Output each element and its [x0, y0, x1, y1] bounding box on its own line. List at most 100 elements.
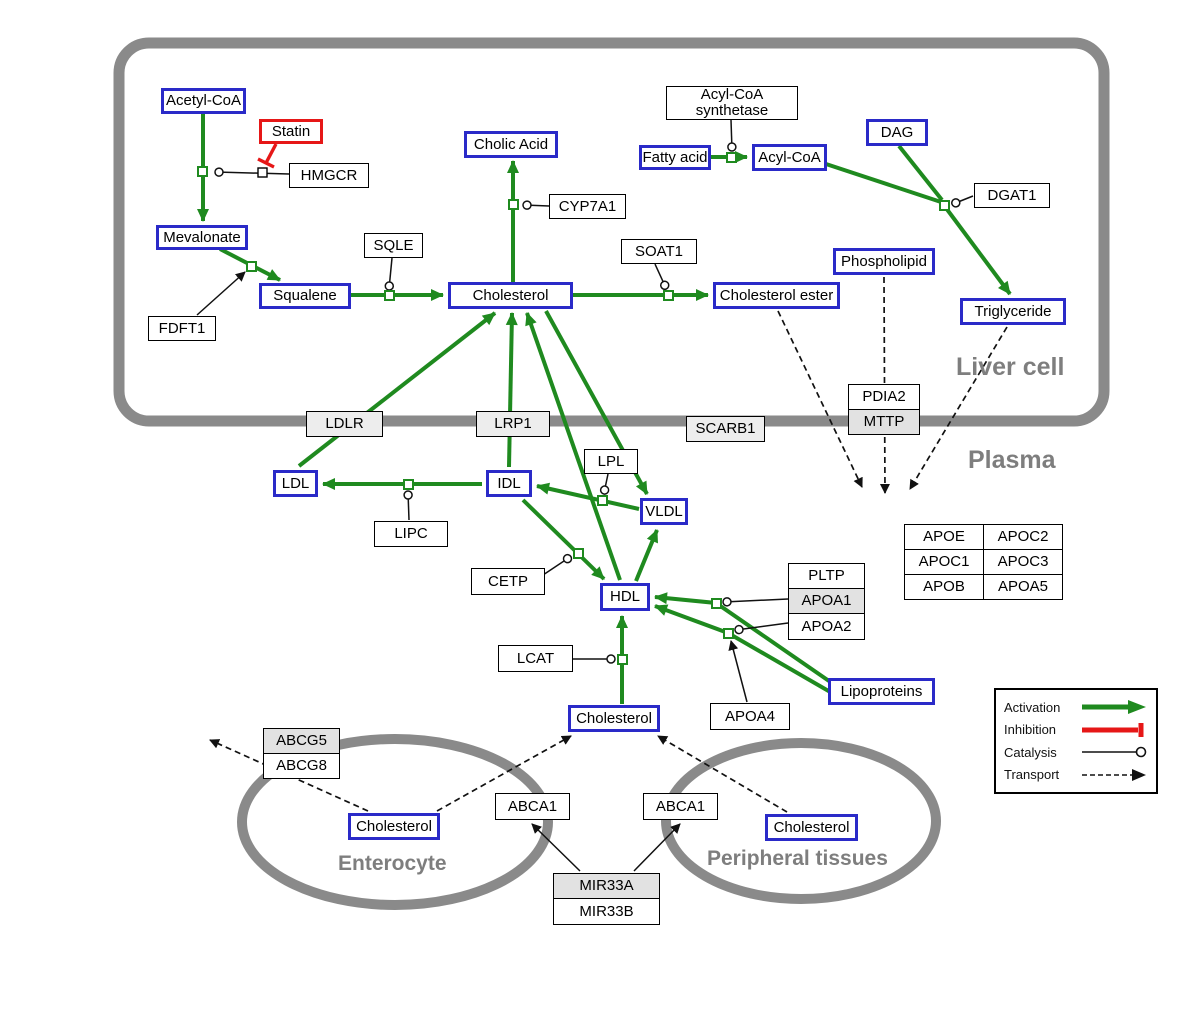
reaction-node [384, 290, 395, 301]
catalysis-pltp-group-1 [722, 597, 789, 607]
node-mir33a[interactable]: MIR33A [553, 873, 660, 899]
node-soat1[interactable]: SOAT1 [621, 239, 697, 264]
edge-hdl-vldl [634, 529, 659, 582]
node-pdia2[interactable]: PDIA2 [848, 384, 920, 410]
catalysis-hmgcr [214, 167, 290, 177]
transport-triglyceride-plasma [909, 326, 1008, 490]
node-vldl[interactable]: VLDL [640, 498, 688, 525]
node-mttp[interactable]: MTTP [848, 409, 920, 435]
node-apoc2[interactable]: APOC2 [983, 524, 1063, 550]
transport-dashed-arrow-icon [1082, 768, 1146, 781]
node-apoc3[interactable]: APOC3 [983, 549, 1063, 575]
node-hdl[interactable]: HDL [600, 583, 650, 611]
transport-enterocyte-cholesterol [436, 735, 572, 812]
reaction-node [246, 261, 257, 272]
edge-hdl-cholesterol [525, 312, 622, 581]
node-triglyceride[interactable]: Triglyceride [960, 298, 1066, 325]
node-apoa2[interactable]: APOA2 [788, 613, 865, 640]
reaction-node [403, 479, 414, 490]
reaction-node [573, 548, 584, 559]
node-cholesterol-enterocyte[interactable]: Cholesterol [348, 813, 440, 840]
activation-arrow-icon [1082, 700, 1146, 714]
node-abca1-enterocyte[interactable]: ABCA1 [495, 793, 570, 820]
node-sqle[interactable]: SQLE [364, 233, 423, 258]
node-apoa4[interactable]: APOA4 [710, 703, 790, 730]
node-cholesterol-liver[interactable]: Cholesterol [448, 282, 573, 309]
legend-row-inhibition: Inhibition [1004, 720, 1148, 740]
catalysis-sqle [384, 257, 395, 291]
node-lrp1[interactable]: LRP1 [476, 411, 550, 437]
enterocyte-membrane [237, 734, 553, 910]
catalysis-pltp-group-2 [734, 622, 789, 635]
node-pltp[interactable]: PLTP [788, 563, 865, 589]
node-acetyl-coa[interactable]: Acetyl-CoA [161, 88, 246, 114]
node-dag[interactable]: DAG [866, 119, 928, 146]
node-ldl[interactable]: LDL [273, 470, 318, 497]
node-apoc1[interactable]: APOC1 [904, 549, 984, 575]
regulation-mir33-abca1-left [531, 823, 581, 872]
legend-row-activation: Activation [1004, 697, 1148, 717]
node-lpl[interactable]: LPL [584, 449, 638, 474]
node-apoa1[interactable]: APOA1 [788, 588, 865, 614]
node-mevalonate[interactable]: Mevalonate [156, 225, 248, 250]
regulation-mir33-abca1-right [633, 823, 681, 872]
node-fatty-acid[interactable]: Fatty acid [639, 145, 711, 170]
node-apoa5[interactable]: APOA5 [983, 574, 1063, 600]
transport-peripheral-cholesterol [657, 735, 788, 813]
node-cholic-acid[interactable]: Cholic Acid [464, 131, 558, 158]
node-phospholipid[interactable]: Phospholipid [833, 248, 935, 275]
node-lipoproteins[interactable]: Lipoproteins [828, 678, 935, 705]
catalysis-soat1 [654, 263, 670, 291]
node-abca1-peripheral[interactable]: ABCA1 [643, 793, 718, 820]
node-cholesterol-plasma[interactable]: Cholesterol [568, 705, 660, 732]
catalysis-cetp [542, 553, 573, 576]
plasma-label: Plasma [968, 446, 1056, 474]
node-cetp[interactable]: CETP [471, 568, 545, 595]
reaction-nodes [197, 152, 950, 665]
node-ldlr[interactable]: LDLR [306, 411, 383, 437]
catalysis-lipc [403, 490, 413, 521]
node-apob[interactable]: APOB [904, 574, 984, 600]
node-cholesterol-ester[interactable]: Cholesterol ester [713, 282, 840, 309]
node-abcg8[interactable]: ABCG8 [263, 753, 340, 779]
node-apoe[interactable]: APOE [904, 524, 984, 550]
node-acyl-coa[interactable]: Acyl-CoA [752, 144, 827, 171]
peripheral-tissues-membrane [661, 738, 941, 904]
reaction-node [726, 152, 737, 163]
edge-vldl-idl [536, 482, 640, 511]
inhibition-tbar-icon [1082, 722, 1144, 737]
membranes [113, 37, 1110, 910]
node-cyp7a1[interactable]: CYP7A1 [549, 194, 626, 219]
node-abcg5[interactable]: ABCG5 [263, 728, 340, 754]
liver-cell-label: Liver cell [956, 353, 1065, 381]
transport-phospholipid-plasma [879, 276, 890, 494]
node-dgat1[interactable]: DGAT1 [974, 183, 1050, 208]
reaction-node [597, 495, 608, 506]
edge-idl-hdl-cetp [521, 498, 606, 581]
node-cholesterol-peripheral[interactable]: Cholesterol [765, 814, 858, 841]
node-hmgcr[interactable]: HMGCR [289, 163, 369, 188]
enterocyte-label: Enterocyte [338, 852, 447, 875]
catalysis-circle-icon [1082, 747, 1147, 758]
node-mir33b[interactable]: MIR33B [553, 898, 660, 925]
reaction-node [723, 628, 734, 639]
node-fdft1[interactable]: FDFT1 [148, 316, 216, 341]
edge-acylcoa-dgat1node [825, 162, 942, 204]
node-lipc[interactable]: LIPC [374, 521, 448, 547]
node-lcat[interactable]: LCAT [498, 645, 573, 672]
node-scarb1[interactable]: SCARB1 [686, 416, 765, 442]
reaction-node [711, 598, 722, 609]
transport-edges [209, 276, 1008, 813]
node-acyl-coa-synthetase[interactable]: Acyl-CoA synthetase [666, 86, 798, 120]
catalysis-acylcoa-synthetase [727, 119, 737, 152]
legend: Activation Inhibition Catalysis Transpor… [994, 688, 1158, 794]
inhibition-edge [257, 143, 278, 169]
node-idl[interactable]: IDL [486, 470, 532, 497]
node-statin[interactable]: Statin [259, 119, 323, 144]
activation-edges [197, 113, 1012, 704]
reaction-node [663, 290, 674, 301]
legend-transport-label: Transport [1004, 767, 1060, 783]
node-squalene[interactable]: Squalene [259, 283, 351, 309]
